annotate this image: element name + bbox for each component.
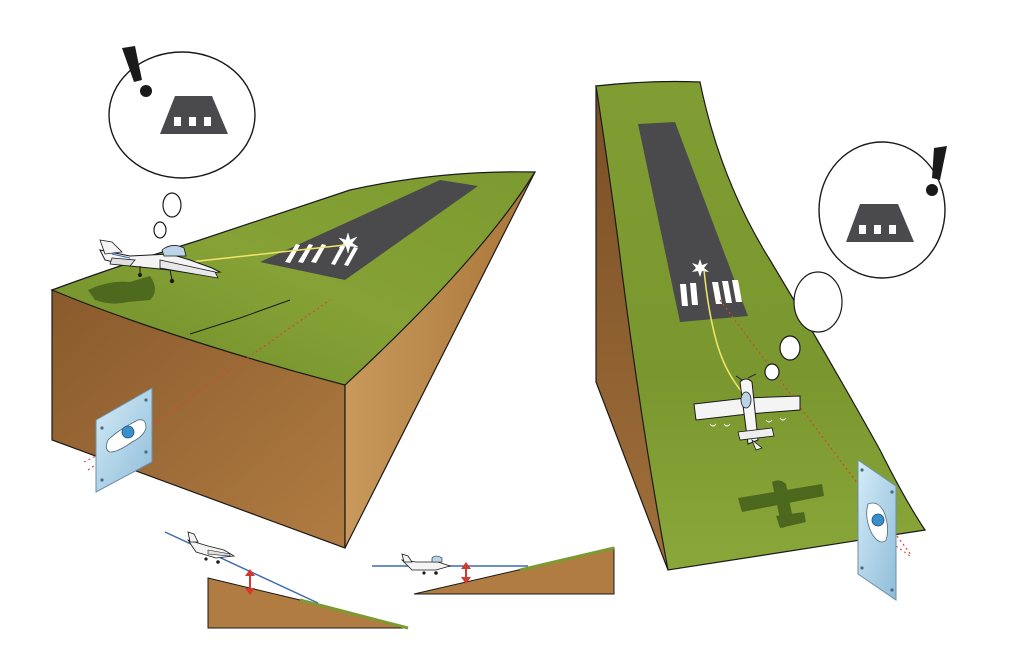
airplane-icon — [402, 554, 450, 575]
level-terrain-reference — [372, 548, 614, 594]
indicator-mount-line — [84, 456, 96, 462]
indicator-mount-line-top — [896, 546, 910, 556]
airplane-icon — [188, 532, 234, 564]
left-thought-bubble — [109, 46, 255, 238]
upsloping-terrain-illusion — [165, 532, 408, 628]
right-thought-bubble — [765, 142, 947, 380]
side-view-upslope-runway — [52, 172, 535, 548]
